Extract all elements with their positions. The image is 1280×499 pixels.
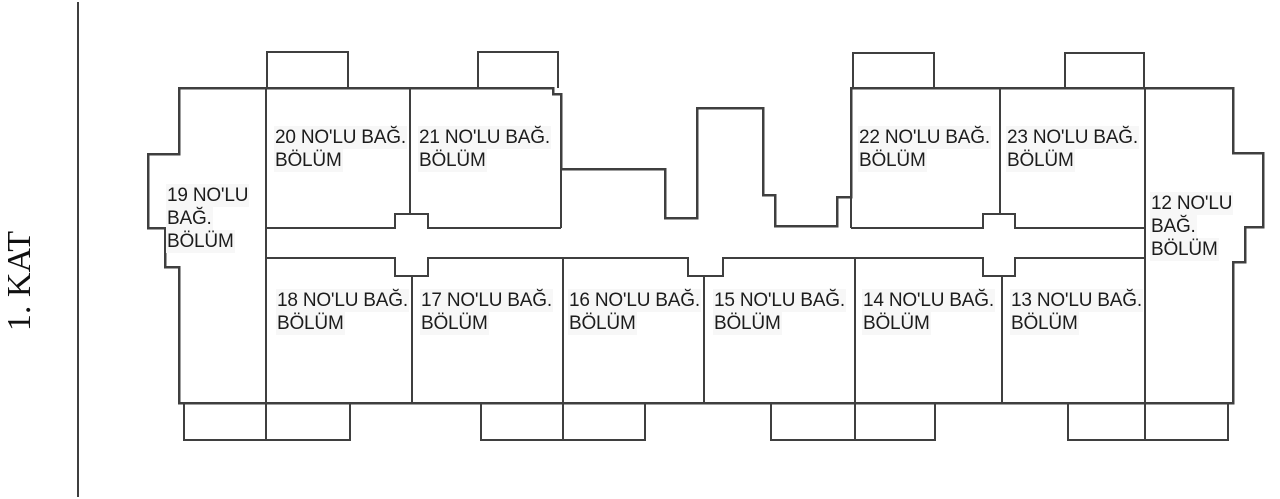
building-outline <box>146 86 1265 405</box>
unit-label-line: BÖLÜM <box>418 149 487 172</box>
unit-label-line: BÖLÜM <box>1010 312 1079 335</box>
unit-label-line: BÖLÜM <box>1006 149 1075 172</box>
unit-label-line: BÖLÜM <box>858 149 927 172</box>
unit-label-line: BÖLÜM <box>274 149 343 172</box>
unit-label-line: 15 NO'LU BAĞ. <box>713 289 846 312</box>
unit-label-line: 13 NO'LU BAĞ. <box>1010 289 1143 312</box>
unit-label-line: BÖLÜM <box>713 312 782 335</box>
unit-label-23: 23 NO'LU BAĞ. BÖLÜM <box>1006 126 1139 172</box>
unit-label-line: 22 NO'LU BAĞ. <box>858 126 991 149</box>
unit-label-line: 20 NO'LU BAĞ. <box>274 126 407 149</box>
chimney <box>852 52 935 88</box>
unit-label-line: BÖLÜM <box>568 312 637 335</box>
unit-label-line: 12 NO'LU <box>1150 192 1234 215</box>
unit-label-22: 22 NO'LU BAĞ. BÖLÜM <box>858 126 991 172</box>
chimney <box>477 51 559 88</box>
unit-label-14: 14 NO'LU BAĞ. BÖLÜM <box>862 289 995 335</box>
balcony <box>770 403 936 441</box>
unit-label-line: BÖLÜM <box>166 230 235 253</box>
unit-label-17: 17 NO'LU BAĞ. BÖLÜM <box>420 289 553 335</box>
unit-label-16: 16 NO'LU BAĞ. BÖLÜM <box>568 289 701 335</box>
unit-label-line: BÖLÜM <box>1150 238 1219 261</box>
unit-label-line: 18 NO'LU BAĞ. <box>276 289 409 312</box>
unit-label-line: 19 NO'LU <box>166 184 250 207</box>
balcony <box>480 403 646 441</box>
corridor-bottom-wall <box>266 257 1145 277</box>
unit-label-line: BAĞ. <box>1150 215 1197 238</box>
unit-label-line: 14 NO'LU BAĞ. <box>862 289 995 312</box>
unit-label-15: 15 NO'LU BAĞ. BÖLÜM <box>713 289 846 335</box>
unit-label-line: BÖLÜM <box>420 312 489 335</box>
unit-label-line: BÖLÜM <box>276 312 345 335</box>
corridor-top-wall <box>266 213 561 229</box>
unit-label-line: BAĞ. <box>166 207 213 230</box>
unit-label-13: 13 NO'LU BAĞ. BÖLÜM <box>1010 289 1143 335</box>
unit-label-12: 12 NO'LU BAĞ. BÖLÜM <box>1150 192 1234 261</box>
unit-label-line: 17 NO'LU BAĞ. <box>420 289 553 312</box>
balcony <box>183 403 351 441</box>
unit-label-line: 16 NO'LU BAĞ. <box>568 289 701 312</box>
chimney <box>266 51 349 88</box>
unit-label-20: 20 NO'LU BAĞ. BÖLÜM <box>274 126 407 172</box>
balcony <box>1067 403 1229 441</box>
unit-label-line: 23 NO'LU BAĞ. <box>1006 126 1139 149</box>
chimney <box>1064 52 1145 88</box>
corridor-top-wall <box>851 213 1145 229</box>
unit-label-line: 21 NO'LU BAĞ. <box>418 126 551 149</box>
unit-label-line: BÖLÜM <box>862 312 931 335</box>
unit-label-18: 18 NO'LU BAĞ. BÖLÜM <box>276 289 409 335</box>
floor-title: 1. KAT <box>1 230 38 332</box>
unit-label-21: 21 NO'LU BAĞ. BÖLÜM <box>418 126 551 172</box>
unit-label-19: 19 NO'LU BAĞ. BÖLÜM <box>166 184 250 253</box>
